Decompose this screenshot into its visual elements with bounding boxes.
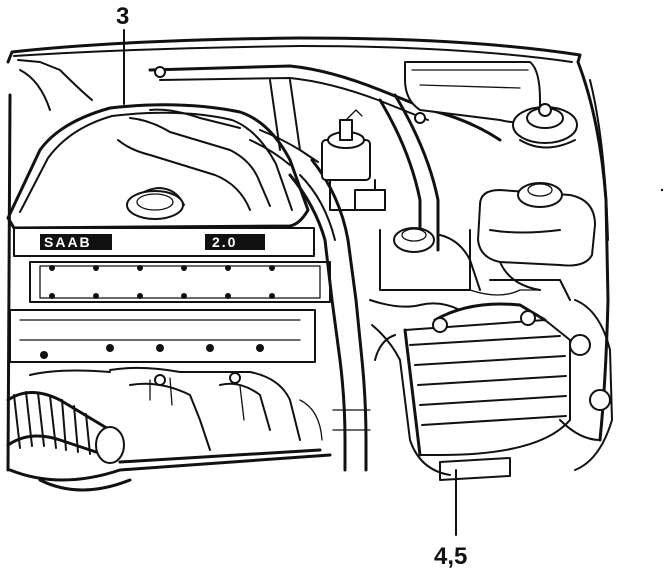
stray-dot — [660, 188, 664, 192]
displacement-badge — [205, 234, 265, 250]
exhaust-manifold — [29, 366, 301, 451]
right-wheel-arch — [489, 279, 613, 471]
engine-cover — [6, 103, 310, 230]
callout-3-label: 3 — [116, 3, 129, 30]
brake-fluid-reservoir — [321, 109, 386, 211]
wiring — [299, 289, 541, 476]
brand-badge — [40, 234, 112, 250]
coolant-expansion-tank — [477, 182, 596, 291]
strut-tower — [404, 61, 578, 149]
callout-4-5: 4,5 — [434, 469, 467, 570]
body-outline — [6, 36, 610, 472]
brand-badge-text: SAAB — [44, 234, 92, 250]
callout-4-5-label: 4,5 — [434, 543, 467, 570]
cylinder-head: SAAB 2.0 — [9, 227, 331, 363]
air-intake-hose — [6, 391, 332, 492]
displacement-badge-text: 2.0 — [212, 234, 237, 250]
callout-3: 3 — [116, 3, 129, 105]
battery — [374, 302, 571, 481]
upper-hoses — [148, 64, 502, 252]
washer-fluid-cap — [379, 227, 481, 291]
